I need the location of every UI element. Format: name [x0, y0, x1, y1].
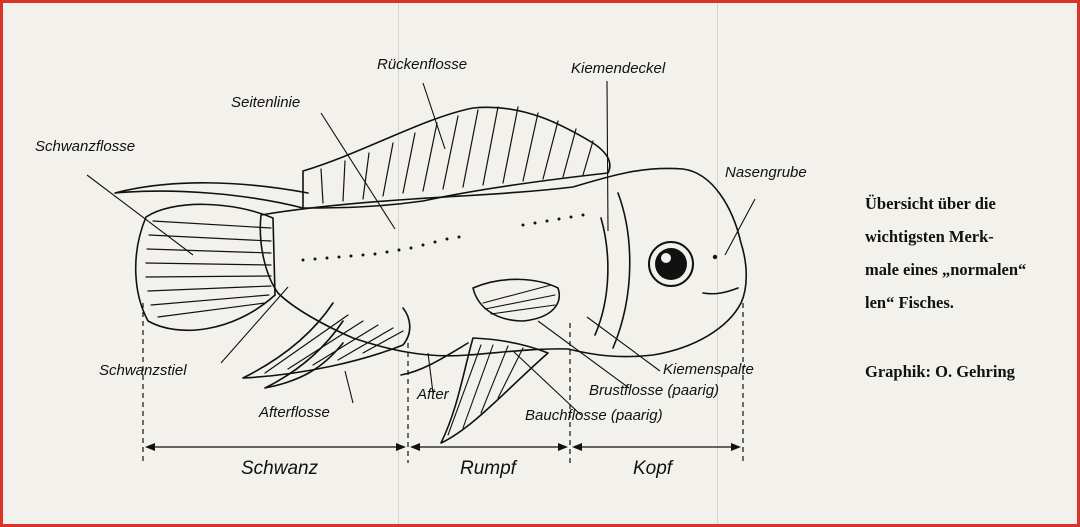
gill-cover: [613, 193, 630, 348]
label-bauchflosse: Bauchflosse (paarig): [525, 408, 663, 423]
figure-caption: Übersicht über die wichtigsten Merk- mal…: [865, 187, 1061, 319]
label-nasengrube: Nasengrube: [725, 165, 807, 180]
label-rueckenflosse: Rückenflosse: [377, 57, 467, 72]
section-schwanz: Schwanz: [241, 459, 318, 478]
label-after: After: [417, 387, 449, 402]
label-brustflosse: Brustflosse (paarig): [589, 383, 719, 398]
anal-fin-rays: [265, 315, 403, 373]
gill-slit: [595, 218, 608, 335]
fish-eye: [649, 242, 693, 286]
pelvic-fin: [441, 338, 548, 443]
caption-line: male eines „normalen“: [865, 253, 1061, 286]
caudal-fin-rays: [146, 221, 271, 317]
lateral-line: [302, 214, 585, 262]
label-afterflosse: Afterflosse: [259, 405, 330, 420]
label-schwanzflosse: Schwanzflosse: [35, 139, 135, 154]
nostril: [713, 255, 717, 259]
pectoral-fin-rays: [483, 285, 555, 314]
pelvic-streamer: [401, 343, 468, 375]
caption-line: len“ Fisches.: [865, 286, 1061, 319]
label-seitenlinie: Seitenlinie: [231, 95, 300, 110]
section-rumpf: Rumpf: [460, 459, 516, 478]
label-schwanzstiel: Schwanzstiel: [99, 363, 187, 378]
anal-streamer: [265, 321, 343, 388]
label-kiemenspalte: Kiemenspalte: [663, 362, 754, 377]
section-kopf: Kopf: [633, 459, 672, 478]
graphic-credit: Graphik: O. Gehring: [865, 362, 1015, 382]
caption-line: Übersicht über die: [865, 187, 1061, 220]
mouth: [703, 288, 738, 294]
label-kiemendeckel: Kiemendeckel: [571, 61, 665, 76]
pectoral-fin: [473, 279, 559, 321]
caption-line: wichtigsten Merk-: [865, 220, 1061, 253]
